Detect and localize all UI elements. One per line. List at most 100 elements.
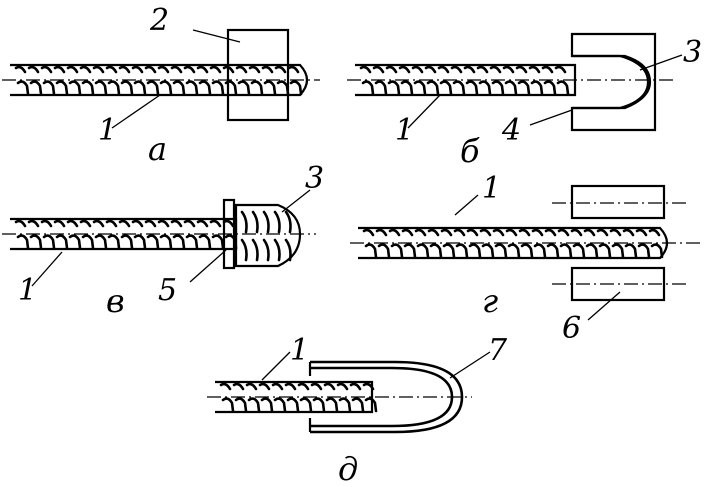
- panel-label-a: а: [148, 130, 167, 168]
- rebar-rib: [196, 65, 209, 74]
- callout-2-a: 2: [149, 3, 169, 38]
- rebar-rib: [349, 382, 362, 391]
- loop-inner-d: [310, 366, 454, 428]
- callout-4-b: 4: [501, 113, 521, 148]
- head-rib: [251, 210, 259, 234]
- rebar-rib: [362, 228, 375, 237]
- rebar-rib: [133, 234, 147, 250]
- rebar-rib: [299, 397, 313, 413]
- head-rib: [273, 210, 281, 234]
- rebar-rib: [648, 228, 661, 237]
- rebar-outline: [10, 63, 309, 97]
- rebar-rib: [219, 382, 232, 391]
- rebar-rib: [79, 65, 92, 74]
- rebar-rib: [400, 80, 414, 96]
- rebar-rib: [258, 382, 271, 391]
- rebar-rib: [29, 234, 43, 250]
- rebar-rib: [362, 382, 375, 391]
- callout-3-b: 3: [683, 35, 702, 70]
- rebar-rib: [198, 80, 212, 96]
- rebar-rib: [131, 65, 144, 74]
- head-rib: [284, 238, 292, 262]
- rebar-rib: [546, 243, 560, 259]
- rebar-rib: [377, 243, 391, 259]
- loop-outer-d: [310, 360, 464, 434]
- leader-3-b: [639, 54, 683, 71]
- rebar-rib: [68, 80, 82, 96]
- rebar-rib: [222, 219, 235, 228]
- rebar-rib: [530, 80, 544, 96]
- rebar-rib: [261, 65, 274, 74]
- rebar-rib: [250, 80, 264, 96]
- washer-v: [222, 198, 236, 270]
- rebar-rib: [413, 80, 427, 96]
- head-rib: [262, 238, 270, 262]
- rebar-rib: [544, 228, 557, 237]
- rebar-rib: [185, 234, 199, 250]
- rebar-rib: [323, 382, 336, 391]
- rebar-rib: [491, 80, 505, 96]
- rebar-rib: [455, 243, 469, 259]
- rebar-rib: [79, 219, 92, 228]
- rebar-rib: [531, 228, 544, 237]
- rebar-rib: [297, 382, 310, 391]
- rebar-rib: [429, 243, 443, 259]
- rebar-rib: [40, 219, 53, 228]
- rebar-rib: [159, 80, 173, 96]
- rebar-rib: [284, 382, 297, 391]
- rebar-rib: [170, 65, 183, 74]
- rebar-rib: [287, 65, 300, 74]
- rebar-rib: [14, 219, 27, 228]
- rebar-rib: [466, 228, 479, 237]
- rebar-rib: [637, 243, 651, 259]
- rebar-rib: [157, 65, 170, 74]
- rebar-rib: [247, 397, 261, 413]
- panel-d: 1 7 д: [207, 333, 508, 487]
- rebar-rib: [55, 80, 69, 96]
- rebar-rib: [260, 397, 274, 413]
- panel-label-d: д: [338, 450, 358, 487]
- rebar-rib: [439, 80, 453, 96]
- rebar-rib: [442, 243, 456, 259]
- rebar-rib: [81, 234, 95, 250]
- rebar-rib: [159, 234, 173, 250]
- rebar-rib: [172, 234, 186, 250]
- rebar-rib: [276, 80, 290, 96]
- rebar-rib: [211, 80, 225, 96]
- rebar-rib: [68, 234, 82, 250]
- rebar-rib: [221, 397, 235, 413]
- rebar-rib: [453, 228, 466, 237]
- rebar-rib: [351, 397, 365, 413]
- rebar-rib: [237, 80, 251, 96]
- rebar-rib: [27, 65, 40, 74]
- rebar-rib: [94, 234, 108, 250]
- rebar-rib: [533, 243, 547, 259]
- rebar-rib: [120, 234, 134, 250]
- callout-1-a: 1: [98, 113, 117, 148]
- rebar-rib: [543, 80, 557, 96]
- rebar-rib: [325, 397, 339, 413]
- rebar-rib: [55, 234, 69, 250]
- rebar-rib: [518, 228, 531, 237]
- leader-6-g: [587, 291, 621, 321]
- rebar-rib: [92, 219, 105, 228]
- rebar-rib: [554, 65, 567, 74]
- callout-3-v: 3: [305, 161, 324, 196]
- rebar-rib: [598, 243, 612, 259]
- head-rib: [284, 210, 292, 234]
- rebar-rib: [185, 80, 199, 96]
- rebar-rib: [107, 234, 121, 250]
- rebar-rib: [504, 80, 518, 96]
- rebar-rib: [492, 228, 505, 237]
- rebar-rib: [53, 65, 66, 74]
- rebar-rib: [424, 65, 437, 74]
- rebar-rib: [16, 234, 30, 250]
- rebar-rib: [336, 382, 349, 391]
- rebar-rib: [289, 80, 303, 96]
- callout-5-v: 5: [158, 273, 177, 308]
- rebar-rib: [650, 243, 664, 259]
- rebar-rib: [414, 228, 427, 237]
- rebar-rib: [374, 80, 388, 96]
- leader-1-d: [261, 351, 291, 381]
- rebar-rib: [81, 80, 95, 96]
